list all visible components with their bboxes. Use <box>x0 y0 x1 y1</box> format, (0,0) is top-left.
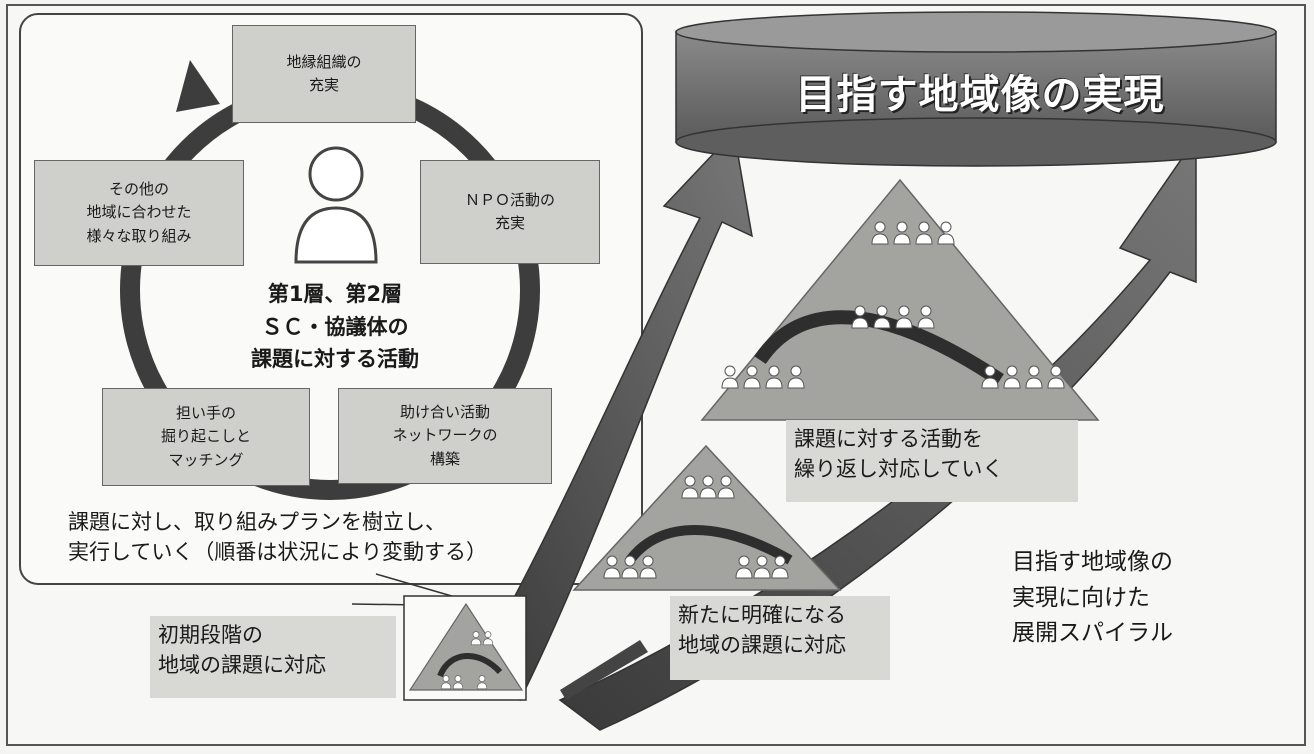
banner-cylinder <box>675 11 1277 167</box>
spiral-label: 目指す地域像の 実現に向けた 展開スパイラル <box>1012 549 1173 647</box>
connector-arrow <box>560 640 648 700</box>
pyramid-large <box>700 178 1100 421</box>
pyramid-medium <box>572 444 842 591</box>
initial-stage-label: 初期段階の 地域の課題に対応 <box>150 616 396 698</box>
new-issues-label: 新たに明確になる 地域の課題に対応 <box>670 596 890 680</box>
cycle-item-mutual-aid-network: 助け合い活動 ネットワークの 構築 <box>338 388 552 484</box>
cycle-item-other-efforts: その他の 地域に合わせた 様々な取り組み <box>34 160 244 266</box>
cycle-item-community-org: 地縁組織の 充実 <box>232 25 416 123</box>
cycle-item-npo: ＮＰＯ活動の 充実 <box>420 160 600 264</box>
banner-title: 目指す地域像の実現 <box>795 72 1165 118</box>
cycle-item-volunteer-matching: 担い手の 掘り起こしと マッチング <box>102 388 310 486</box>
ring-arrowhead <box>176 60 220 112</box>
pyramid-small <box>403 595 527 701</box>
rising-arrow-left <box>479 130 753 702</box>
plan-text: 課題に対し、取り組みプランを樹立し、 実行していく（順番は状況により変動する） <box>68 510 487 565</box>
repeat-activity-label: 課題に対する活動を 繰り返し対応していく <box>786 420 1078 502</box>
cycle-center-label: 第1層、第2層 ＳＣ・協議体の 課題に対する活動 <box>251 282 419 372</box>
person-icon <box>294 146 378 264</box>
